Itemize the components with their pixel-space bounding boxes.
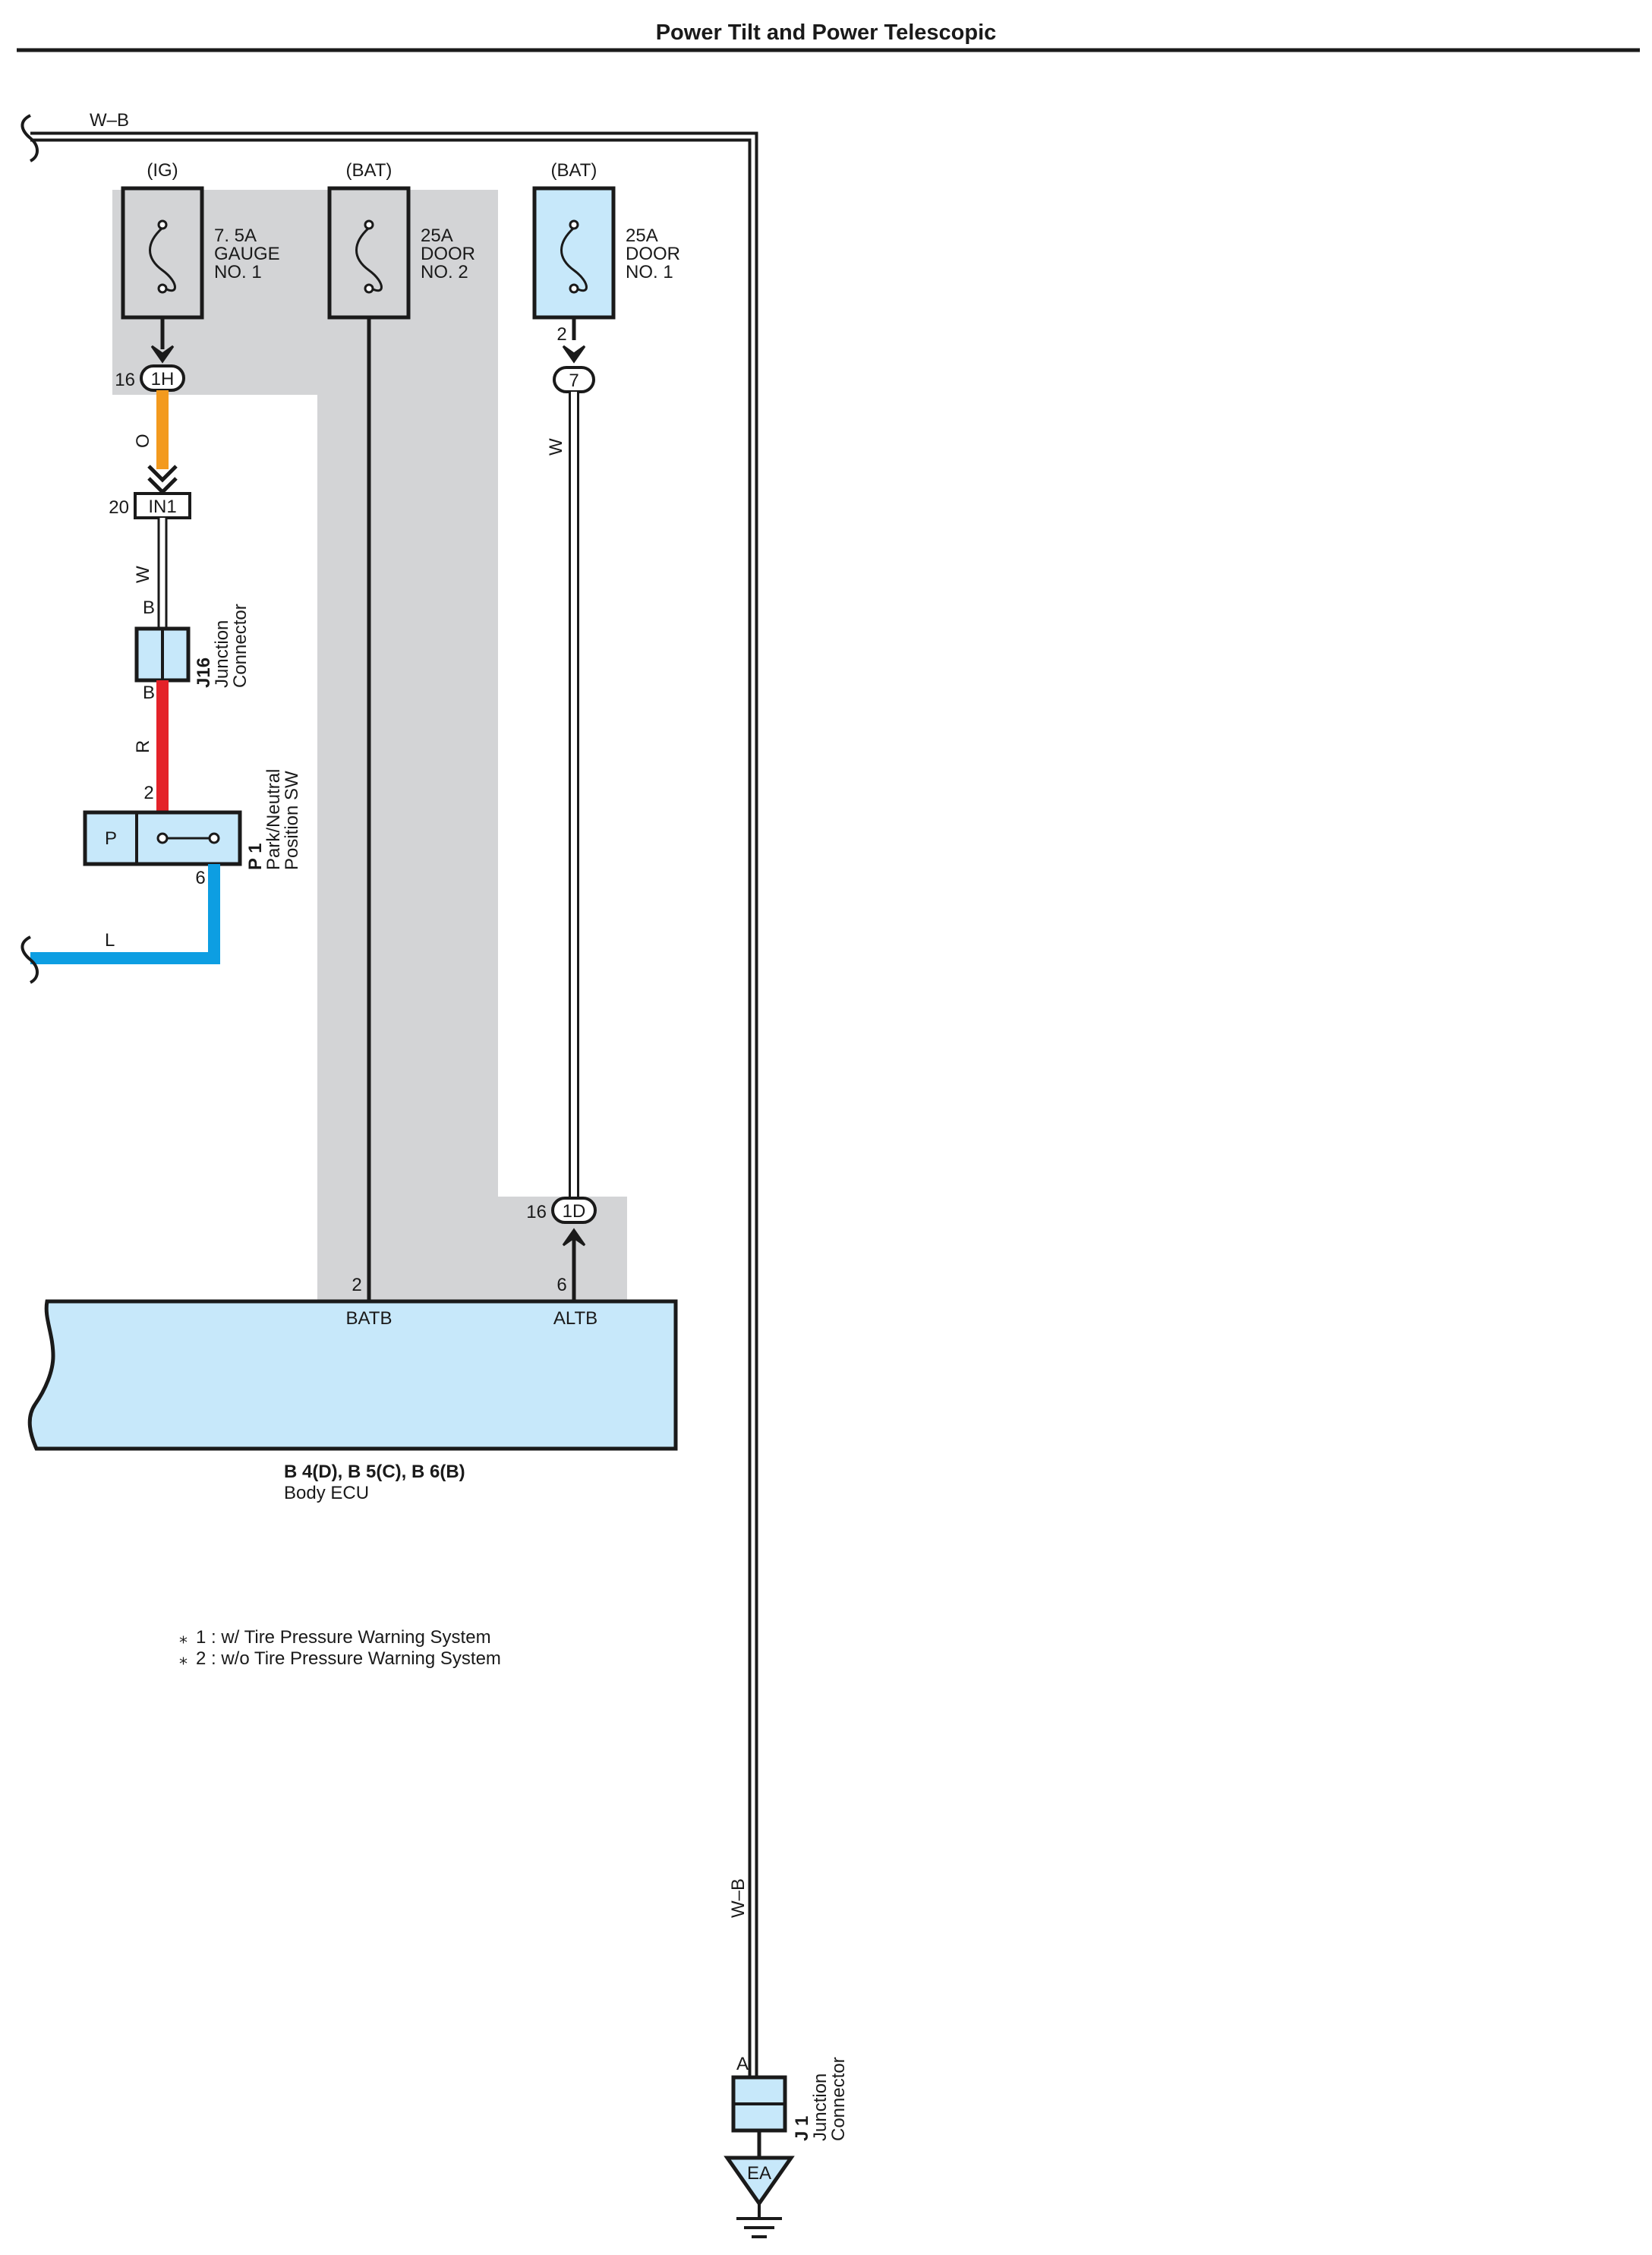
footnote-2: 2 : w/o Tire Pressure Warning System [196,1648,501,1669]
connector-1d-pin: 16 [526,1202,547,1222]
ecu-name: B 4(D), B 5(C), B 6(B) [284,1462,465,1482]
fuse3-number: NO. 1 [626,262,673,282]
wb-wire-top-core [30,134,755,2089]
fuse3-box [532,186,616,320]
fuse1-number: NO. 1 [214,262,262,282]
fuse1-name: GAUGE [214,244,280,264]
ecu-pin-batb: 2 [352,1275,361,1295]
connector-1d-id: 1D [563,1201,586,1222]
j16-name: J16 [194,658,214,688]
fuse1-element [149,226,176,292]
footnote-2-mark: ⁎ [179,1649,188,1668]
j16-pin-bottom: B [143,683,155,703]
fuse3-name: DOOR [626,244,680,264]
wire-label-wb-vertical: W–B [728,1878,749,1918]
fuse2-name: DOOR [421,244,475,264]
connector-7-pin: 2 [556,324,566,345]
wire-label-o: O [133,434,153,448]
arrow-1h [150,345,175,364]
j1-pin: A [736,2054,749,2074]
fuse2-number: NO. 2 [421,262,468,282]
j16-pin-top: B [143,598,155,618]
wire-label-wb-top: W–B [90,110,129,131]
fuse2-element [355,226,383,292]
j1-desc: Junction [810,2074,831,2141]
fuse3-source: (BAT) [551,160,597,181]
fuse2-rating: 25A [421,226,453,246]
arrow-7 [562,345,586,364]
footnote-1-mark: ⁎ [179,1628,188,1647]
j16-desc2: Connector [230,604,251,688]
ground-ea [724,2156,795,2207]
wire-break-top [20,114,39,162]
footnote-1: 1 : w/ Tire Pressure Warning System [196,1627,491,1648]
fuse3-element [560,226,588,292]
wire-label-l: L [105,930,115,951]
connector-in1-pin: 20 [109,497,129,518]
connector-in1-id: IN1 [148,497,176,517]
fuse1-source: (IG) [147,160,178,181]
connector-7-id: 7 [569,371,579,391]
ecu-label-batb: BATB [346,1308,393,1329]
p1-pin-top: 2 [143,783,153,803]
ground-label: EA [747,2163,771,2184]
connector-1h-id: 1H [151,369,175,390]
p1-name: P 1 [245,843,266,870]
wire-blue [30,864,220,964]
j1-desc2: Connector [828,2057,849,2141]
ecu-pin-altb: 6 [556,1275,566,1295]
p1-pin-bottom: 6 [195,868,205,888]
body-ecu [27,1299,678,1451]
connector-1d [551,1197,597,1224]
fuse2-source: (BAT) [346,160,393,181]
p1-desc2: Position SW [282,771,302,870]
wire-label-w2: W [546,438,566,456]
p1-label: P [105,828,117,849]
j16-desc: Junction [212,620,232,688]
j1-name: J 1 [792,2116,812,2141]
ecu-label-altb: ALTB [553,1308,597,1329]
wire-label-w1: W [133,566,153,583]
chevron-in1 [147,465,178,495]
wire-break-blue [20,935,39,984]
ecu-desc: Body ECU [284,1483,369,1503]
fuse1-rating: 7. 5A [214,226,257,246]
connector-1h-pin: 16 [115,370,135,390]
wire-label-r: R [133,740,153,753]
p1-desc: Park/Neutral [263,769,284,870]
fuse3-rating: 25A [626,226,658,246]
page-title: Power Tilt and Power Telescopic [656,20,997,45]
